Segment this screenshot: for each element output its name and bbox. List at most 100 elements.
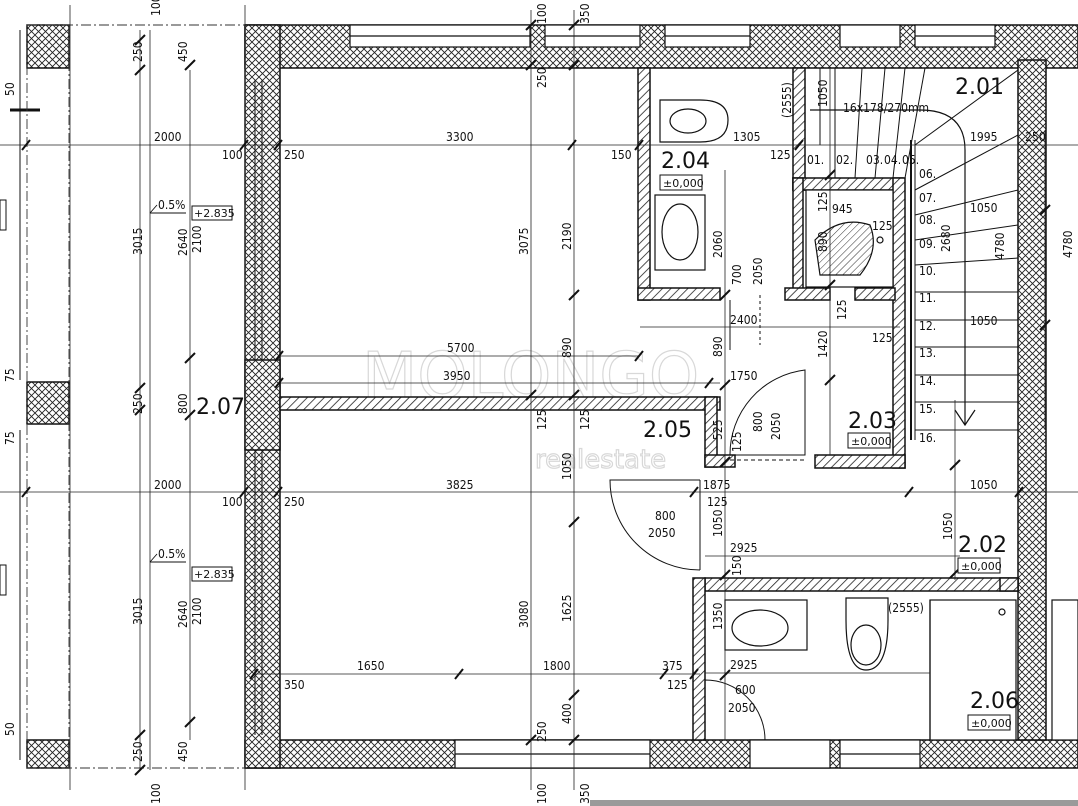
- room-label-2-02: 2.02: [958, 533, 1007, 558]
- dim-label: 100: [535, 3, 549, 24]
- dim-label: 1050: [560, 452, 574, 480]
- dim-label: 1050: [970, 314, 998, 328]
- dim-label: 250: [1025, 130, 1046, 144]
- dim-label: 125: [707, 495, 728, 509]
- dim-label: 890: [816, 231, 830, 252]
- dim-label: 2925: [730, 541, 757, 555]
- dim-label: 2000: [154, 130, 182, 144]
- dim-label: 125: [578, 409, 592, 430]
- dim-label: 3075: [517, 228, 531, 255]
- stair-step-label: 10.: [919, 264, 936, 278]
- dim-label: 1995: [970, 130, 997, 144]
- dimension-ticks: [21, 19, 1051, 776]
- stair: [804, 67, 1019, 440]
- exterior-walls: [26, 24, 1078, 769]
- stair-step-label: 04.: [884, 153, 901, 167]
- slope-label: 0.5%: [158, 547, 185, 561]
- stair-step-label: 14.: [919, 374, 936, 388]
- stair-step-label: 02.: [836, 153, 853, 167]
- room-label-2-01: 2.01: [955, 75, 1004, 100]
- dim-label: 250: [131, 741, 145, 762]
- room-level-2-02: ±0,000: [961, 560, 1002, 573]
- bottom-bar: [590, 800, 1078, 806]
- dim-label: 1050: [941, 512, 955, 540]
- dim-label: 350: [578, 783, 592, 804]
- room-level-2-06: ±0,000: [971, 717, 1012, 730]
- dim-label: 1050: [816, 79, 830, 107]
- dim-label: 1050: [711, 509, 725, 537]
- dim-label: 2100: [190, 597, 204, 625]
- fixtures: [654, 99, 1078, 741]
- dim-label: 2925: [730, 658, 757, 672]
- dimension-texts: 2000 100 250 3300 150 1305 125 1995 250 …: [154, 101, 1046, 715]
- room-labels: 2.01 2.02 ±0,000 2.03 ±0,000 2.04 ±0,000…: [196, 75, 1019, 731]
- dim-label: 3015: [131, 598, 145, 625]
- dim-label: 3950: [443, 369, 471, 383]
- dim-label: 1050: [970, 478, 998, 492]
- dim-label: 3015: [131, 228, 145, 255]
- stair-step-label: 12.: [919, 319, 936, 333]
- dim-label: 125: [730, 431, 744, 452]
- room-label-2-07: 2.07: [196, 395, 245, 420]
- dim-label: 2400: [730, 313, 758, 327]
- dim-label: 700: [730, 264, 744, 285]
- room-label-2-04: 2.04: [661, 149, 710, 174]
- dim-label: 2050: [648, 526, 676, 540]
- dim-label: 250: [535, 67, 549, 88]
- dim-label: 800: [751, 411, 765, 432]
- interior-walls: [279, 67, 1019, 741]
- dim-label: 4780: [1061, 230, 1075, 258]
- dim-label: 1750: [730, 369, 758, 383]
- stair-step-label: 08.: [919, 213, 936, 227]
- dim-label: 125: [667, 678, 688, 692]
- dim-label: 2000: [154, 478, 182, 492]
- dim-label: 50: [3, 82, 17, 96]
- dimension-lines: [0, 5, 1078, 790]
- dim-label: 1800: [543, 659, 571, 673]
- level-label: +2.835: [194, 568, 235, 581]
- dim-label: 3825: [446, 478, 473, 492]
- dim-label: 2190: [560, 222, 574, 250]
- dim-label: 450: [176, 41, 190, 62]
- dim-label: 250: [284, 148, 305, 162]
- stair-spec: 16x178/270mm: [843, 101, 929, 115]
- dim-label: 50: [3, 722, 17, 736]
- vertical-dimension-texts: 3015 3015 2640 2100 2640 2100 250 800 25…: [3, 0, 1075, 804]
- dim-label: 100: [535, 783, 549, 804]
- dim-label: 1625: [560, 595, 574, 622]
- dim-label: 525: [711, 419, 725, 440]
- dim-label: 3300: [446, 130, 474, 144]
- room-label-2-03: 2.03: [848, 409, 897, 434]
- dim-label: (2555): [888, 601, 924, 615]
- dim-label: 250: [131, 393, 145, 414]
- room-level-2-04: ±0,000: [663, 177, 704, 190]
- dim-label: 75: [3, 368, 17, 382]
- dim-label: 250: [535, 721, 549, 742]
- dim-label: 150: [730, 555, 744, 576]
- dim-label: 2680: [939, 224, 953, 252]
- stair-step-label: 15.: [919, 402, 936, 416]
- dim-label: 100: [149, 0, 163, 16]
- stair-step-label: 13.: [919, 346, 936, 360]
- dim-label: 450: [176, 741, 190, 762]
- dim-label: 2640: [176, 600, 190, 628]
- dim-label: 2050: [751, 257, 765, 285]
- dim-label: 350: [284, 678, 305, 692]
- stair-steps: 01. 02. 03. 04. 05. 06. 07. 08. 09. 10. …: [807, 153, 936, 445]
- dim-label: 125: [872, 219, 893, 233]
- dim-label: 890: [560, 337, 574, 358]
- dim-label: 4780: [993, 232, 1007, 260]
- terrace-glazing: [0, 30, 263, 760]
- dim-label: 1050: [970, 201, 998, 215]
- dim-label: 2050: [728, 701, 756, 715]
- room-label-2-05: 2.05: [643, 418, 692, 443]
- stair-step-label: 16.: [919, 431, 936, 445]
- dim-label: 250: [284, 495, 305, 509]
- dim-label: 1420: [816, 330, 830, 358]
- dim-label: 945: [832, 202, 853, 216]
- dim-label: 2050: [769, 412, 783, 440]
- stair-step-label: 05.: [902, 153, 919, 167]
- stair-step-label: 09.: [919, 237, 936, 251]
- dim-label: 150: [611, 148, 632, 162]
